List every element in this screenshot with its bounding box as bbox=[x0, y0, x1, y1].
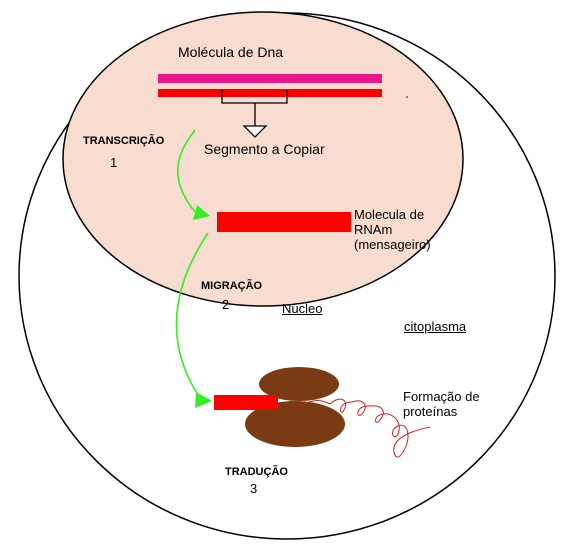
protein-label-line1: Formação de bbox=[403, 389, 480, 404]
segment-bracket bbox=[221, 90, 288, 138]
ribosome-large-subunit bbox=[245, 401, 345, 447]
mrna-nucleus bbox=[217, 212, 351, 232]
transcription-arrow bbox=[176, 129, 210, 220]
transcription-number: 1 bbox=[110, 155, 118, 170]
migration-number: 2 bbox=[222, 297, 230, 312]
protein-formation-label: Formação de proteínas bbox=[403, 389, 503, 420]
mrna-cytoplasm bbox=[214, 395, 278, 410]
mrna-label: Molecula de RNAm (mensageiro) bbox=[354, 207, 454, 253]
transcription-label: TRANSCRIÇÃO bbox=[83, 135, 165, 147]
dna-strand-top bbox=[158, 74, 382, 83]
dna-molecule-label: Molécula de Dna bbox=[178, 44, 284, 60]
protein-label-line2: proteínas bbox=[403, 403, 458, 419]
segment-label: Segmento a Copiar bbox=[204, 141, 325, 157]
nucleus bbox=[62, 11, 464, 307]
ribosome-small-subunit bbox=[259, 367, 339, 401]
dna-strand-bottom bbox=[158, 89, 382, 97]
migration-arrow bbox=[175, 232, 212, 408]
mrna-label-line2: RNAm bbox=[354, 221, 393, 237]
cytoplasm-label: citoplasma bbox=[404, 319, 467, 334]
nucleus-label: Núcleo bbox=[282, 301, 323, 316]
dot-mark bbox=[406, 96, 408, 98]
protein-chain bbox=[299, 398, 431, 458]
migration-label: MIGRAÇÃO bbox=[201, 280, 263, 292]
translation-number: 3 bbox=[250, 481, 258, 496]
mrna-label-line3: (mensageiro) bbox=[354, 236, 431, 252]
translation-label: TRADUÇÃO bbox=[225, 466, 288, 478]
mrna-label-line1: Molecula de bbox=[354, 207, 425, 222]
